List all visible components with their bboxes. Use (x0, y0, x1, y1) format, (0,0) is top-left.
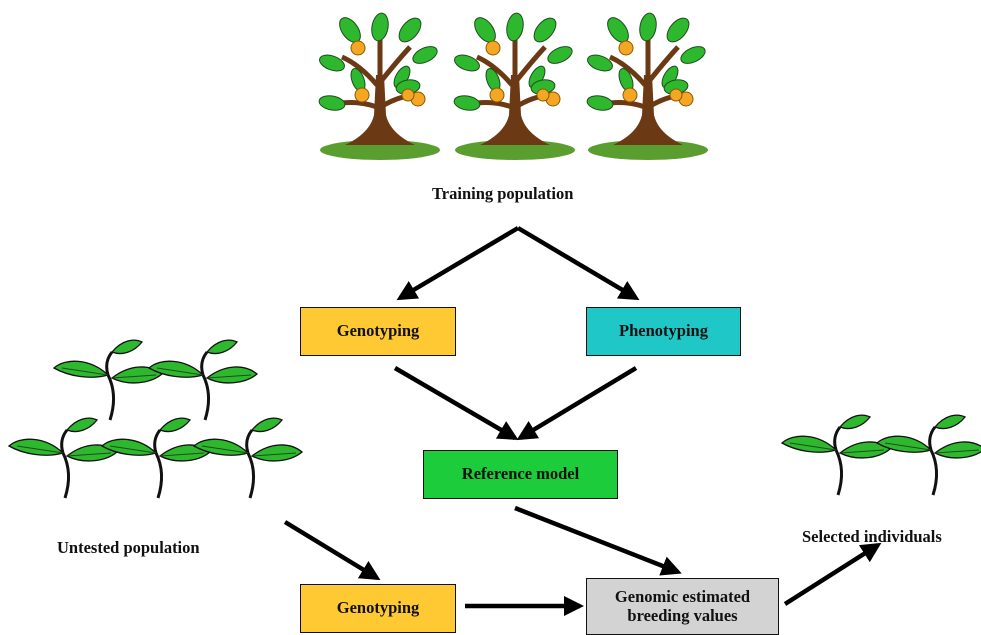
arrow-model-to-gebv (514, 505, 682, 576)
genotyping-label: Genotyping (336, 598, 420, 618)
gebv-label-line1: Genomic estimated (614, 586, 751, 606)
seedling-icon (780, 413, 892, 497)
untested-seedlings (7, 338, 304, 500)
gebv-box: Genomic estimated breeding values (586, 578, 779, 635)
seedling-icon (147, 338, 259, 422)
seedling-icon (52, 338, 164, 422)
arrow-to-phenotyping (516, 226, 640, 301)
reference-model-box: Reference model (423, 450, 618, 499)
training-population-label: Training population (432, 184, 574, 203)
genotyping-label: Genotyping (336, 321, 420, 341)
flow-arrows (283, 226, 882, 617)
training-trees (317, 12, 708, 160)
fruit-tree-icon (585, 12, 708, 160)
arrow-genotyping-to-model (393, 366, 519, 441)
fruit-tree-icon (317, 12, 440, 160)
selected-seedlings (780, 413, 981, 497)
genotyping-box-bottom: Genotyping (300, 584, 456, 633)
reference-model-label: Reference model (461, 464, 580, 484)
fruit-tree-icon (452, 12, 575, 160)
selected-individuals-label: Selected individuals (802, 527, 942, 546)
arrow-phenotyping-to-model (516, 366, 638, 441)
untested-population-label: Untested population (57, 538, 200, 557)
seedling-icon (7, 416, 119, 500)
arrow-gebv-to-selected (783, 542, 882, 606)
phenotyping-box: Phenotyping (586, 307, 741, 356)
genotyping-box-top: Genotyping (300, 307, 456, 356)
arrow-untested-to-genotyping (283, 520, 381, 581)
seedling-icon (100, 416, 212, 500)
gebv-label-line2: breeding values (627, 605, 738, 625)
arrow-to-genotyping (396, 226, 520, 301)
phenotyping-label: Phenotyping (619, 321, 708, 341)
seedling-icon (875, 413, 981, 497)
seedling-icon (192, 416, 304, 500)
